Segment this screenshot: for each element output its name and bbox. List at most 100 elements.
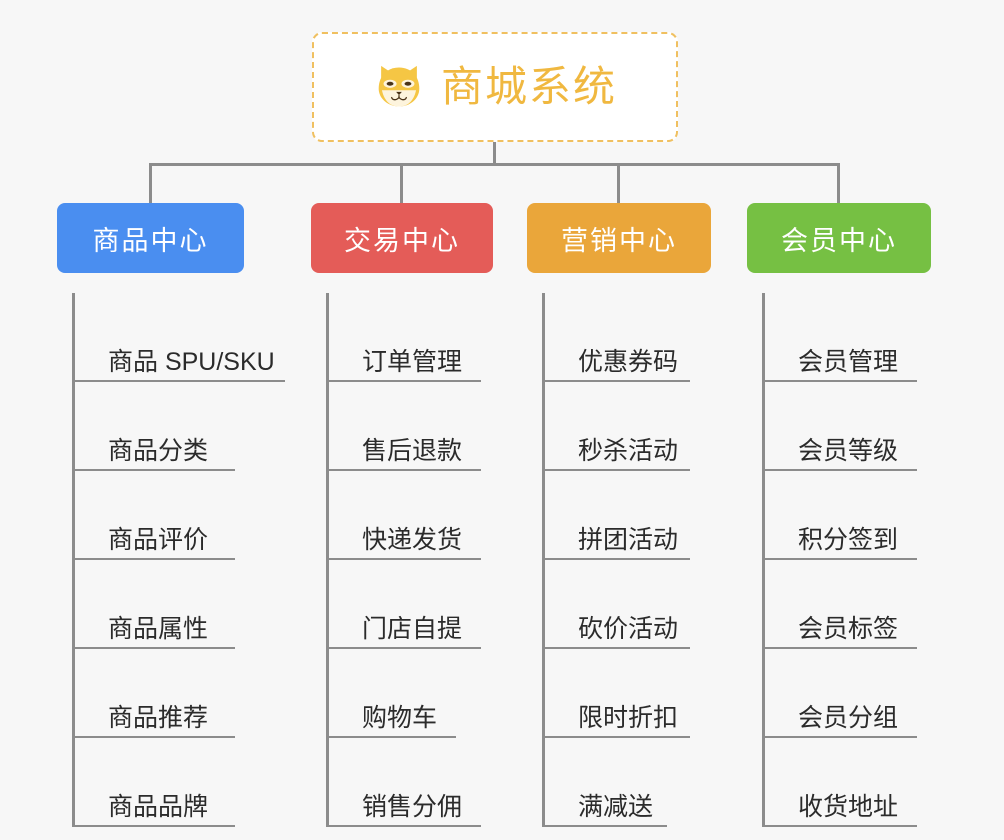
leaf-label: 商品分类 [108, 436, 209, 465]
leaf-label: 商品属性 [108, 614, 209, 643]
leaf-label: 会员分组 [798, 703, 899, 732]
leaf-underline [326, 558, 481, 560]
leaf-label: 快递发货 [362, 525, 463, 554]
leaf-label: 商品品牌 [108, 792, 209, 821]
list-item[interactable]: 商品品牌 [72, 738, 297, 827]
category-header-2-label: 交易中心 [344, 225, 460, 256]
leaf-label: 销售分佣 [362, 792, 463, 821]
leaf-label: 限时折扣 [578, 703, 679, 732]
leaf-label: 售后退款 [362, 436, 463, 465]
list-item[interactable]: 购物车 [326, 649, 511, 738]
leaf-underline [542, 647, 690, 649]
leaf-label: 购物车 [362, 703, 438, 732]
leaf-underline [326, 736, 456, 738]
leaf-underline [762, 469, 917, 471]
category-column-1: 商品中心 商品 SPU/SKU 商品分类 商品评价 商品属性 商品推荐 [57, 203, 297, 827]
leaf-label: 商品 SPU/SKU [108, 347, 275, 376]
leaf-list-4: 会员管理 会员等级 积分签到 会员标签 会员分组 收货地址 [762, 293, 947, 827]
connector-drop-1 [149, 163, 152, 205]
category-column-3: 营销中心 优惠券码 秒杀活动 拼团活动 砍价活动 限时折扣 [527, 203, 727, 827]
root-node-title: 商城系统 [440, 63, 617, 110]
leaf-underline [72, 558, 235, 560]
leaf-label: 秒杀活动 [578, 436, 679, 465]
category-header-1[interactable]: 商品中心 [57, 203, 244, 273]
leaf-underline [326, 469, 481, 471]
leaf-list-2: 订单管理 售后退款 快递发货 门店自提 购物车 销售分佣 [326, 293, 511, 827]
category-header-4[interactable]: 会员中心 [747, 203, 931, 273]
list-item[interactable]: 销售分佣 [326, 738, 511, 827]
list-item[interactable]: 会员等级 [762, 382, 947, 471]
category-column-2: 交易中心 订单管理 售后退款 快递发货 门店自提 购物车 [311, 203, 511, 827]
column-spine-1 [72, 293, 75, 827]
leaf-label: 会员标签 [798, 614, 899, 643]
list-item[interactable]: 收货地址 [762, 738, 947, 827]
category-header-3-label: 营销中心 [561, 225, 677, 256]
list-item[interactable]: 会员标签 [762, 560, 947, 649]
list-item[interactable]: 会员分组 [762, 649, 947, 738]
list-item[interactable]: 商品 SPU/SKU [72, 293, 297, 382]
shiba-dog-face-icon [378, 65, 420, 107]
list-item[interactable]: 快递发货 [326, 471, 511, 560]
leaf-label: 收货地址 [798, 792, 899, 821]
list-item[interactable]: 拼团活动 [542, 471, 727, 560]
leaf-label: 会员管理 [798, 347, 899, 376]
list-item[interactable]: 商品分类 [72, 382, 297, 471]
leaf-underline [542, 558, 690, 560]
connector-drop-3 [617, 163, 620, 205]
leaf-underline [542, 380, 690, 382]
list-item[interactable]: 售后退款 [326, 382, 511, 471]
leaf-underline [762, 825, 917, 827]
category-column-4: 会员中心 会员管理 会员等级 积分签到 会员标签 会员分组 [747, 203, 947, 827]
leaf-label: 优惠券码 [578, 347, 679, 376]
leaf-underline [72, 736, 235, 738]
leaf-underline [762, 736, 917, 738]
list-item[interactable]: 砍价活动 [542, 560, 727, 649]
leaf-list-3: 优惠券码 秒杀活动 拼团活动 砍价活动 限时折扣 满减送 [542, 293, 727, 827]
connector-drop-2 [400, 163, 403, 205]
list-item[interactable]: 秒杀活动 [542, 382, 727, 471]
connector-root-stem [493, 142, 496, 166]
leaf-underline [762, 647, 917, 649]
list-item[interactable]: 商品属性 [72, 560, 297, 649]
leaf-label: 订单管理 [362, 347, 463, 376]
list-item[interactable]: 订单管理 [326, 293, 511, 382]
list-item[interactable]: 满减送 [542, 738, 727, 827]
list-item[interactable]: 商品推荐 [72, 649, 297, 738]
leaf-label: 砍价活动 [578, 614, 679, 643]
leaf-label: 门店自提 [362, 614, 463, 643]
leaf-underline [542, 469, 690, 471]
category-header-2[interactable]: 交易中心 [311, 203, 493, 273]
leaf-underline [326, 647, 481, 649]
leaf-label: 满减送 [578, 792, 654, 821]
leaf-underline [326, 380, 481, 382]
connector-drop-4 [837, 163, 840, 205]
category-header-1-label: 商品中心 [92, 225, 209, 256]
list-item[interactable]: 优惠券码 [542, 293, 727, 382]
list-item[interactable]: 商品评价 [72, 471, 297, 560]
category-header-3[interactable]: 营销中心 [527, 203, 711, 273]
root-node-shop-system[interactable]: 商城系统 [312, 32, 678, 142]
connector-horizontal-bus [150, 163, 840, 166]
leaf-label: 商品评价 [108, 525, 209, 554]
column-spine-2 [326, 293, 329, 827]
list-item[interactable]: 限时折扣 [542, 649, 727, 738]
list-item[interactable]: 会员管理 [762, 293, 947, 382]
column-spine-3 [542, 293, 545, 827]
category-header-4-label: 会员中心 [781, 225, 897, 256]
leaf-underline [762, 558, 917, 560]
leaf-underline [72, 647, 235, 649]
leaf-underline [72, 469, 235, 471]
leaf-underline [762, 380, 917, 382]
leaf-underline [542, 825, 667, 827]
list-item[interactable]: 门店自提 [326, 560, 511, 649]
column-spine-4 [762, 293, 765, 827]
leaf-label: 积分签到 [798, 525, 899, 554]
leaf-list-1: 商品 SPU/SKU 商品分类 商品评价 商品属性 商品推荐 商品品牌 [72, 293, 297, 827]
leaf-underline [542, 736, 690, 738]
leaf-label: 会员等级 [798, 436, 899, 465]
leaf-label: 商品推荐 [108, 703, 209, 732]
list-item[interactable]: 积分签到 [762, 471, 947, 560]
leaf-underline [326, 825, 481, 827]
leaf-underline [72, 380, 285, 382]
